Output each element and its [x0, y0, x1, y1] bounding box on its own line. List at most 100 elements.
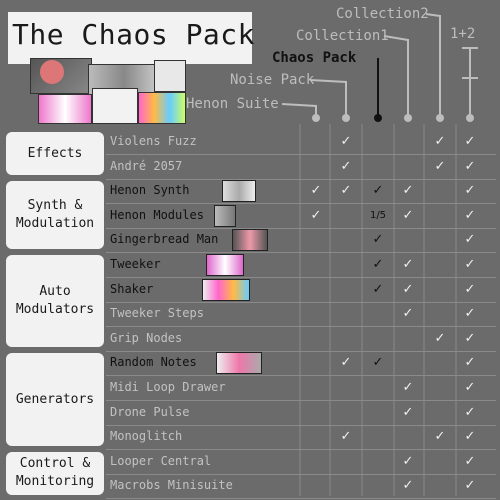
table-row: Violens Fuzz ✓ ✓ ✓ [106, 130, 496, 155]
device-name: Macrobs Minisuite [110, 478, 233, 493]
check-icon: ✓ [464, 355, 476, 371]
device-screenshot-collage [30, 58, 186, 124]
check-icon: ✓ [464, 429, 476, 445]
table-row: Henon Synth ✓ ✓ ✓ ✓ ✓ [106, 179, 496, 205]
group-auto: Auto Modulators [6, 255, 104, 348]
check-icon: ✓ [464, 281, 476, 297]
check-icon: ✓ [464, 380, 476, 395]
page-title: The Chaos Pack [12, 18, 256, 51]
check-icon: ✓ [340, 355, 352, 371]
table-row: Gingerbread Man ✓ ✓ [106, 228, 496, 254]
column-header-coll1: Collection1 [296, 28, 389, 44]
check-icon: ✓ [402, 207, 414, 223]
title-banner [8, 12, 252, 64]
device-thumbnail [202, 278, 250, 301]
partial-count: 1/5 [369, 209, 387, 221]
screenshot-thumbnail [38, 94, 92, 124]
check-icon: ✓ [402, 183, 414, 199]
screenshot-thumbnail [40, 60, 64, 84]
check-icon: ✓ [340, 158, 352, 174]
device-thumbnail [222, 180, 256, 203]
check-icon: ✓ [372, 257, 384, 272]
check-icon: ✓ [434, 134, 446, 149]
check-icon: ✓ [340, 183, 352, 199]
check-icon: ✓ [464, 158, 476, 174]
device-thumbnail [214, 204, 236, 227]
table-row: Grip Nodes ✓ ✓ [106, 327, 496, 352]
device-name: Gingerbread Man [110, 232, 219, 247]
device-name: Random Notes [110, 355, 197, 370]
device-name: Grip Nodes [110, 330, 183, 345]
check-icon: ✓ [464, 404, 476, 420]
column-header-noise: Noise Pack [230, 72, 315, 88]
check-icon: ✓ [340, 429, 352, 445]
check-icon: ✓ [310, 183, 322, 199]
table-row: Drone Pulse ✓ ✓ [106, 401, 496, 426]
table-row: Shaker ✓ ✓ ✓ [106, 278, 496, 303]
check-icon: ✓ [402, 453, 414, 469]
column-header-onetwo: 1+2 [450, 26, 476, 42]
table-row: Henon Modules✓1/5✓✓ [106, 204, 496, 229]
group-label: Synth & Modulation [15, 198, 95, 232]
device-name: Looper Central [110, 453, 212, 468]
check-icon: ✓ [434, 330, 446, 346]
group-synth: Synth & Modulation [6, 181, 104, 249]
device-thumbnail [216, 352, 262, 375]
check-icon: ✓ [402, 380, 414, 395]
group-label: Control & Monitoring [15, 456, 95, 490]
table-row: Tweeker ✓ ✓ ✓ [106, 253, 496, 278]
device-name: André 2057 [110, 158, 183, 173]
check-icon: ✓ [464, 134, 476, 149]
device-name: Henon Synth [110, 183, 190, 198]
device-thumbnail [232, 229, 268, 252]
group-label: Effects [27, 145, 83, 161]
check-icon: ✓ [402, 281, 414, 297]
check-icon: ✓ [402, 257, 414, 272]
column-header-chaos: Chaos Pack [272, 50, 357, 66]
check-icon: ✓ [372, 183, 384, 199]
screenshot-thumbnail [154, 60, 186, 92]
screenshot-thumbnail [138, 92, 186, 124]
check-icon: ✓ [402, 404, 414, 420]
check-icon: ✓ [402, 478, 414, 494]
device-name: Drone Pulse [110, 404, 190, 419]
screenshot-thumbnail [92, 88, 138, 124]
check-icon: ✓ [434, 429, 446, 445]
device-name: Tweeker Steps [110, 306, 204, 321]
check-icon: ✓ [464, 306, 476, 322]
device-name: Violens Fuzz [110, 134, 197, 148]
check-icon: ✓ [464, 453, 476, 469]
check-icon: ✓ [310, 207, 322, 223]
check-icon: ✓ [434, 158, 446, 174]
check-icon: ✓ [372, 355, 384, 371]
table-row: Tweeker Steps ✓ ✓ [106, 302, 496, 328]
check-icon: ✓ [464, 232, 476, 248]
check-icon: ✓ [372, 281, 384, 297]
table-row: Macrobs Minisuite ✓ ✓ [106, 474, 496, 500]
table-row: Monoglitch ✓ ✓ ✓ [106, 425, 496, 451]
check-icon: ✓ [372, 232, 384, 248]
device-name: Tweeker [110, 257, 161, 271]
check-icon: ✓ [464, 257, 476, 272]
group-effects: Effects [6, 132, 104, 176]
table-row: Random Notes ✓ ✓ ✓ [106, 351, 496, 377]
device-name: Midi Loop Drawer [110, 380, 226, 394]
device-name: Shaker [110, 281, 154, 296]
group-label: Generators [15, 391, 95, 407]
check-icon: ✓ [464, 330, 476, 346]
check-icon: ✓ [340, 134, 352, 149]
group-control: Control & Monitoring [6, 451, 104, 495]
device-thumbnail [206, 254, 244, 276]
check-icon: ✓ [464, 183, 476, 199]
check-icon: ✓ [402, 306, 414, 322]
column-header-henon: Henon Suite [186, 96, 279, 112]
group-label: Auto Modulators [15, 284, 95, 318]
table-row: Looper Central ✓ ✓ [106, 450, 496, 475]
table-row: André 2057 ✓ ✓ ✓ [106, 155, 496, 180]
screenshot-thumbnail [88, 64, 160, 96]
check-icon: ✓ [464, 207, 476, 223]
device-name: Monoglitch [110, 429, 183, 444]
group-generators: Generators [6, 353, 104, 446]
check-icon: ✓ [464, 478, 476, 494]
